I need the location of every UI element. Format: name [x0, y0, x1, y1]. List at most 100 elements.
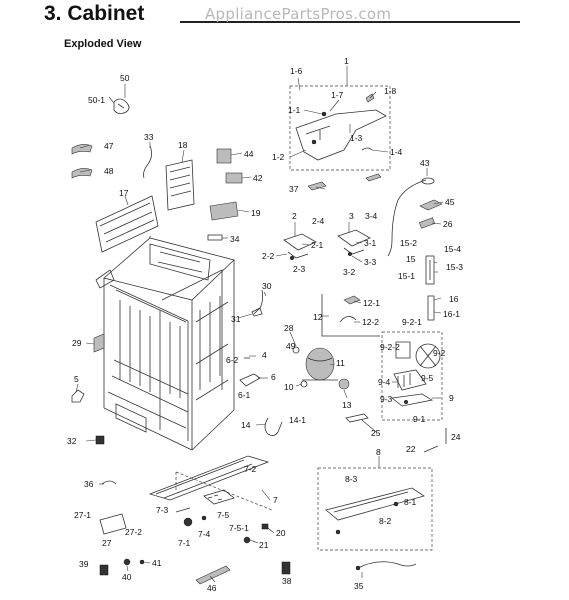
callout-42: 42 [253, 173, 263, 183]
callout-34: 34 [230, 234, 240, 244]
callout-2-3: 2-3 [293, 264, 306, 274]
callout-39: 39 [79, 559, 89, 569]
callout-45: 45 [445, 197, 455, 207]
callout-14-1: 14-1 [289, 415, 306, 425]
callout-37: 37 [289, 184, 299, 194]
callout-7-2: 7-2 [244, 464, 257, 474]
callout-15-1: 15-1 [398, 271, 415, 281]
callout-28: 28 [284, 323, 294, 333]
callout-1-6: 1-6 [290, 66, 303, 76]
callout-9-3: 9-3 [380, 394, 393, 404]
callout-16: 16 [449, 294, 459, 304]
callout-30: 30 [262, 281, 272, 291]
callout-14: 14 [241, 420, 251, 430]
callout-6: 6 [271, 372, 276, 382]
callout-33: 33 [144, 132, 154, 142]
callout-13: 13 [342, 400, 352, 410]
callout-9-5: 9-5 [421, 373, 434, 383]
callout-17: 17 [119, 188, 129, 198]
callout-44: 44 [244, 149, 254, 159]
callout-50-1: 50-1 [88, 95, 105, 105]
callout-2: 2 [292, 211, 297, 221]
exploded-view-heading: Exploded View [64, 38, 142, 50]
callout-11: 11 [336, 358, 345, 368]
callout-15: 15 [406, 254, 416, 264]
callout-47: 47 [104, 141, 114, 151]
callout-20: 20 [276, 528, 286, 538]
callout-27-1: 27-1 [74, 510, 91, 520]
callout-12-2: 12-2 [362, 317, 379, 327]
leader-lines [75, 66, 447, 583]
callout-21: 21 [259, 540, 269, 550]
callout-12: 12 [313, 312, 323, 322]
callout-15-2: 15-2 [400, 238, 417, 248]
callout-12-1: 12-1 [363, 298, 380, 308]
callout-48: 48 [104, 166, 114, 176]
callout-8-1: 8-1 [404, 497, 417, 507]
callout-7-3: 7-3 [156, 505, 169, 515]
callout-9-2: 9-2 [433, 348, 446, 358]
callout-4: 4 [262, 350, 267, 360]
callout-9-2-1: 9-2-1 [402, 317, 422, 327]
callout-6-2: 6-2 [226, 355, 239, 365]
callout-10: 10 [284, 382, 294, 392]
callout-8: 8 [376, 447, 381, 457]
callout-35: 35 [354, 581, 364, 591]
callout-24: 24 [451, 432, 461, 442]
callout-labels: 50 50-1 47 48 33 18 17 44 42 19 34 1 1-6… [67, 56, 463, 593]
callout-9: 9 [449, 393, 454, 403]
callout-6-1: 6-1 [238, 390, 251, 400]
callout-3-2: 3-2 [343, 267, 356, 277]
callout-29: 29 [72, 338, 82, 348]
callout-41: 41 [152, 558, 162, 568]
callout-15-4: 15-4 [444, 244, 461, 254]
callout-7-5: 7-5 [217, 510, 230, 520]
callout-1-8: 1-8 [384, 86, 397, 96]
callout-7: 7 [273, 495, 278, 505]
callout-8-2: 8-2 [379, 516, 392, 526]
callout-5: 5 [74, 374, 79, 384]
callout-1-4: 1-4 [390, 147, 403, 157]
callout-46: 46 [207, 583, 217, 593]
callout-2-2: 2-2 [262, 251, 275, 261]
callout-43: 43 [420, 158, 430, 168]
callout-15-3: 15-3 [446, 262, 463, 272]
callout-31: 31 [231, 314, 241, 324]
callout-1-1: 1-1 [288, 105, 301, 115]
callout-3-3: 3-3 [364, 257, 377, 267]
callout-49: 49 [286, 341, 296, 351]
callout-7-5-1: 7-5-1 [229, 523, 249, 533]
callout-3-1: 3-1 [364, 238, 377, 248]
callout-1: 1 [344, 56, 349, 66]
title-rule [180, 21, 520, 23]
callout-38: 38 [282, 576, 292, 586]
callout-36: 36 [84, 479, 94, 489]
callout-40: 40 [122, 572, 132, 582]
callout-50: 50 [120, 73, 130, 83]
watermark: AppliancePartsPros.com [205, 5, 392, 23]
header: 3. Cabinet AppliancePartsPros.com [0, 0, 569, 40]
callout-25: 25 [371, 428, 381, 438]
callout-3: 3 [349, 211, 354, 221]
callout-7-1: 7-1 [178, 538, 191, 548]
callout-22: 22 [406, 444, 416, 454]
cabinet-body [95, 236, 235, 451]
callout-9-1: 9-1 [413, 414, 426, 424]
callout-9-2-2: 9-2-2 [380, 342, 400, 352]
callout-2-4: 2-4 [312, 216, 325, 226]
callout-3-4: 3-4 [365, 211, 378, 221]
callout-2-1: 2-1 [311, 240, 324, 250]
callout-18: 18 [178, 140, 188, 150]
callout-7-4: 7-4 [198, 529, 211, 539]
callout-1-2: 1-2 [272, 152, 285, 162]
page-title: 3. Cabinet [44, 2, 145, 25]
part-drawings [71, 85, 447, 585]
callout-32: 32 [67, 436, 77, 446]
callout-16-1: 16-1 [443, 309, 460, 319]
callout-27-2: 27-2 [125, 527, 142, 537]
callout-9-4: 9-4 [378, 377, 391, 387]
callout-8-3: 8-3 [345, 474, 358, 484]
callout-1-3: 1-3 [350, 133, 363, 143]
callout-1-7: 1-7 [331, 90, 344, 100]
